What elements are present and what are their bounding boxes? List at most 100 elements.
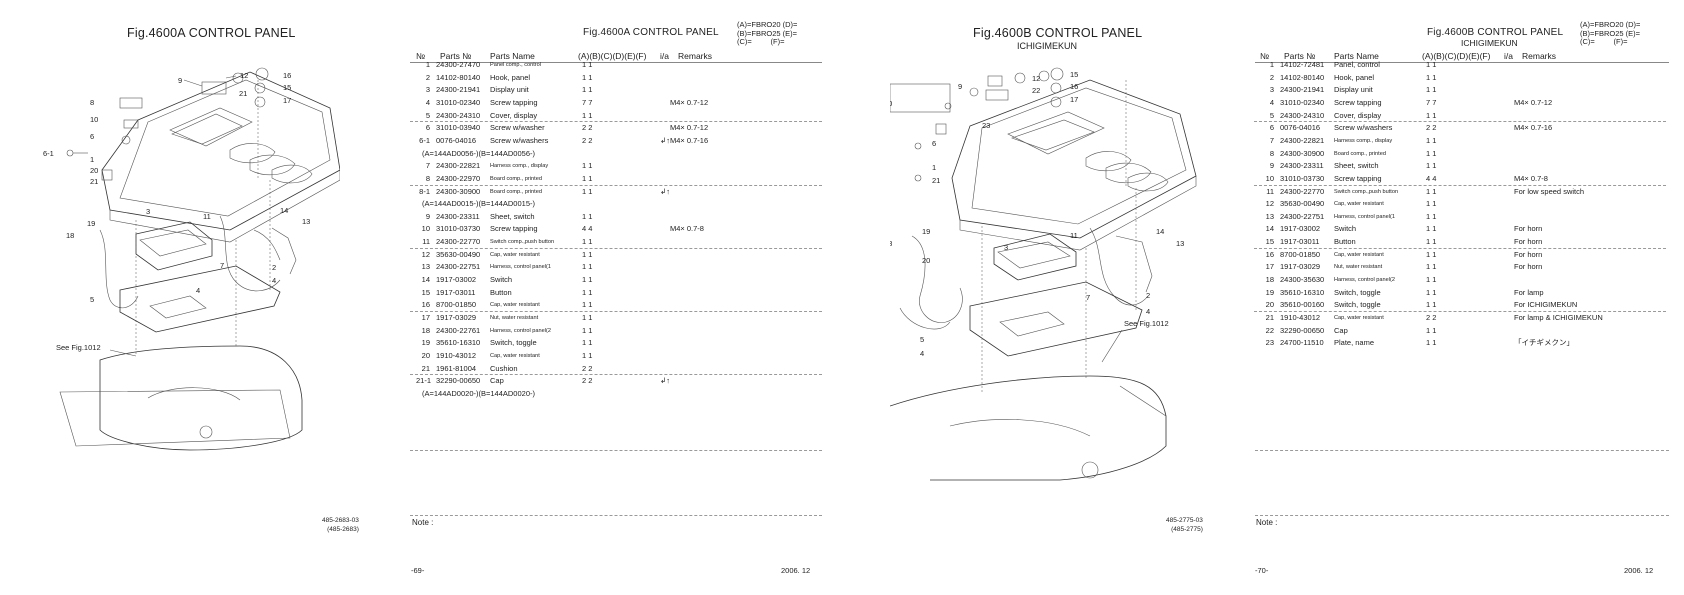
callout-20: 20 [90, 166, 98, 175]
cell-remarks: For horn [1514, 224, 1543, 234]
cell-qty: 2 2 [582, 135, 593, 145]
cell-no: 1 [1269, 60, 1274, 69]
cell-name: Cap [490, 376, 504, 386]
cell-name: Harness, control panel(1 [1334, 213, 1395, 220]
cell-part: 24300-30900 [436, 186, 481, 196]
cell-no: 9 [1269, 161, 1274, 171]
cell-qty: 1 1 [1426, 237, 1437, 247]
cell-part: 31010-02340 [436, 97, 481, 107]
cell-name: Harness comp., display [1334, 137, 1393, 144]
cell-part: 31010-03940 [436, 123, 481, 133]
r-header-ia: i/a [1504, 51, 1513, 61]
cell-name: Switch [490, 275, 513, 285]
cell-name: Harness, control panel(1 [490, 264, 551, 271]
cell-part: 1917-03029 [1280, 262, 1321, 272]
callout-14: 14 [280, 206, 288, 215]
cell-qty: 1 1 [582, 325, 593, 335]
row-group-divider [410, 374, 822, 376]
right-note-label: Note : [1256, 518, 1278, 527]
cell-qty: 1 1 [1426, 148, 1437, 158]
cell-remarks: M4× 0.7-12 [670, 123, 709, 133]
cell-name: Hook, panel [490, 72, 531, 82]
cell-part: 24300-22751 [1280, 211, 1325, 221]
cell-no: 20 [1265, 300, 1274, 310]
cell-qty: 1 1 [582, 72, 593, 82]
cell-remarks: M4× 0.7-8 [670, 224, 704, 234]
r-callout-16: 16 [1070, 82, 1078, 91]
cell-no: 2 [1269, 72, 1274, 82]
r-callout-18: 18 [890, 239, 892, 248]
cell-part: 35610-16310 [436, 338, 481, 348]
r-callout-7: 7 [1086, 293, 1090, 302]
callout-15: 15 [283, 83, 291, 92]
r-callout-14: 14 [1156, 227, 1164, 236]
cell-name: Switch, toggle [490, 338, 537, 348]
cell-name: Sheet, switch [1334, 161, 1379, 171]
cell-no: 22 [1265, 325, 1274, 335]
parts-row: 20 35610-00160 Switch, toggle 1 1 For ICHIGI… [1260, 299, 1670, 312]
cell-name: Switch, toggle [1334, 287, 1381, 297]
cell-remarks: 「イチギメクン」 [1514, 338, 1574, 348]
cell-part: 35610-00160 [1280, 300, 1325, 310]
right-table-title: Fig.4600B CONTROL PANEL [1427, 27, 1564, 38]
cell-part: 1917-03002 [1280, 224, 1321, 234]
r-callout-20: 20 [922, 256, 930, 265]
cell-remarks: For horn [1514, 237, 1543, 247]
r-callout-13: 13 [1176, 239, 1184, 248]
cell-part: 0076-04016 [1280, 123, 1321, 133]
cell-part: 31010-03730 [436, 224, 481, 234]
cell-part: 24300-22761 [436, 325, 481, 335]
cell-part: 24300-24310 [436, 110, 481, 120]
right-exploded-diagram: 8 10 9 12 22 15 16 17 23 6 1 21 19 18 20… [890, 67, 1197, 481]
cell-remarks: M4× 0.7-16 [1514, 123, 1553, 133]
cell-qty: 1 1 [582, 186, 593, 196]
header-remarks: Remarks [678, 51, 713, 61]
cell-qty: 1 1 [1426, 300, 1437, 310]
cell-no: 11 [1266, 186, 1274, 196]
cell-remarks: For ICHIGIMEKUN [1514, 300, 1578, 310]
cell-qty: 1 1 [582, 262, 593, 272]
cell-qty: 1 1 [1426, 262, 1437, 272]
callout-5: 5 [90, 295, 94, 304]
cell-part: 24300-35630 [1280, 275, 1325, 285]
cell-no: 3 [425, 85, 430, 95]
cell-part: 1910-43012 [1280, 313, 1321, 322]
cell-part: 14102-80140 [1280, 72, 1325, 82]
right-table-header: № Parts № Parts Name (A)(B)(C)(D)(E)(F) … [1260, 51, 1670, 63]
right-table-subtitle: ICHIGIMEKUN [1461, 38, 1518, 48]
cell-ia: ↲↑ [660, 135, 671, 145]
cell-qty: 1 1 [582, 350, 593, 360]
callout-1: 1 [90, 155, 94, 164]
cell-name: Cap, water resistant [490, 302, 540, 309]
header-parts-name: Parts Name [490, 51, 535, 61]
cell-no: 6-1 [419, 135, 430, 145]
row-group-divider [410, 184, 822, 186]
cell-name: Display unit [490, 85, 529, 95]
cell-name: Cover, display [490, 110, 538, 120]
cell-no: 16 [1265, 249, 1274, 259]
r-callout-5: 5 [920, 335, 924, 344]
cell-remarks: For lamp [1514, 287, 1544, 297]
cell-part: 24300-24310 [1280, 110, 1325, 120]
cell-no: 13 [1265, 211, 1274, 221]
cell-part: 31010-02340 [1280, 97, 1325, 107]
cell-name: Switch, toggle [1334, 300, 1381, 310]
callout-10: 10 [90, 115, 98, 124]
header-qty: (A)(B)(C)(D)(E)(F) [578, 51, 647, 61]
cell-name: Cap, water resistant [490, 352, 540, 359]
